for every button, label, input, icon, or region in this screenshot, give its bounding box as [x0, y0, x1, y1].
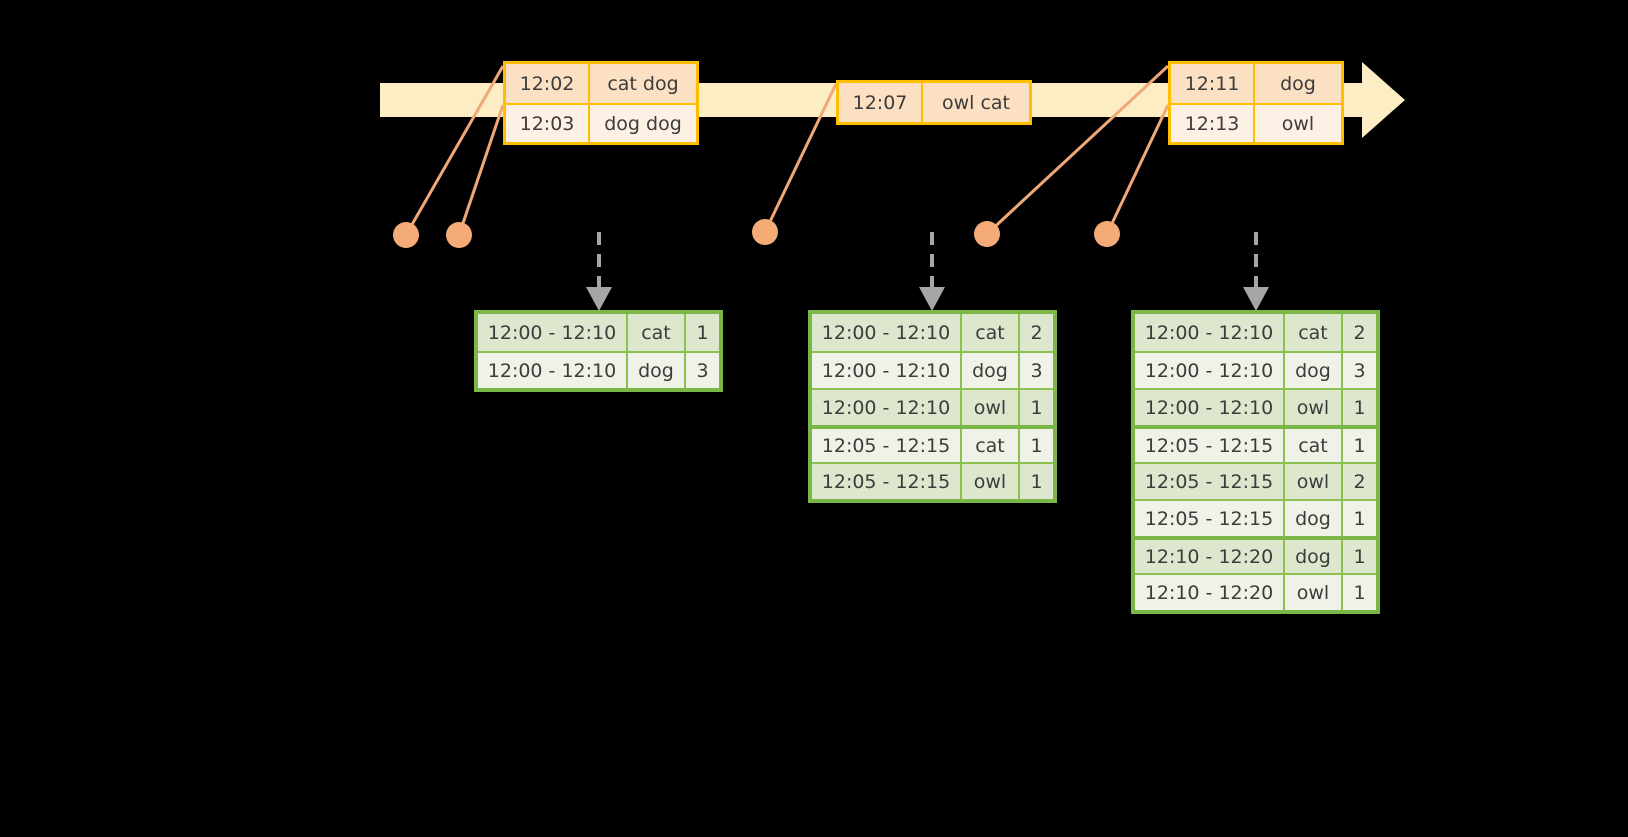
event-time: 12:02 [506, 64, 590, 103]
stream-marker-3 [752, 219, 778, 245]
event-group-1: 12:02 cat dog 12:03 dog dog [503, 61, 699, 145]
count-cell: 2 [1343, 314, 1376, 351]
count-cell: 1 [1343, 429, 1376, 462]
event-value: owl [1255, 105, 1341, 142]
count-cell: 1 [1020, 390, 1053, 425]
key-cell: owl [1285, 575, 1343, 610]
window-cell: 12:10 - 12:20 [1135, 575, 1285, 610]
event-group-3: 12:11 dog 12:13 owl [1168, 61, 1344, 145]
stream-marker-4 [974, 221, 1000, 247]
key-cell: cat [1285, 429, 1343, 462]
key-cell: dog [1285, 501, 1343, 536]
event-time: 12:13 [1171, 105, 1255, 142]
key-cell: owl [962, 390, 1020, 425]
key-cell: cat [962, 314, 1020, 351]
event-row: 12:13 owl [1171, 103, 1341, 142]
connector-line-3 [763, 83, 838, 233]
event-value: cat dog [590, 64, 696, 103]
window-cell: 12:10 - 12:20 [1135, 540, 1285, 573]
connector-line-2 [457, 104, 505, 236]
stream-marker-2 [446, 222, 472, 248]
count-cell: 1 [686, 314, 719, 351]
connector-line-1 [404, 65, 505, 236]
event-time: 12:03 [506, 105, 590, 142]
count-cell: 3 [1020, 353, 1053, 388]
key-cell: dog [962, 353, 1020, 388]
window-cell: 12:00 - 12:10 [1135, 390, 1285, 425]
window-cell: 12:00 - 12:10 [478, 353, 628, 388]
window-cell: 12:00 - 12:10 [1135, 314, 1285, 351]
emit-arrow-1 [586, 232, 612, 311]
key-cell: cat [1285, 314, 1343, 351]
window-cell: 12:05 - 12:15 [1135, 501, 1285, 536]
event-row: 12:03 dog dog [506, 103, 696, 142]
connector-line-4 [985, 64, 1170, 236]
count-cell: 1 [1343, 390, 1376, 425]
key-cell: cat [962, 429, 1020, 462]
event-row: 12:02 cat dog [506, 64, 696, 103]
count-cell: 2 [1020, 314, 1053, 351]
count-cell: 1 [1343, 575, 1376, 610]
window-cell: 12:05 - 12:15 [1135, 429, 1285, 462]
event-value: owl cat [923, 83, 1029, 122]
event-row: 12:11 dog [1171, 64, 1341, 103]
window-cell: 12:00 - 12:10 [812, 314, 962, 351]
stream-marker-1 [393, 222, 419, 248]
event-time: 12:11 [1171, 64, 1255, 103]
count-cell: 1 [1020, 429, 1053, 462]
count-cell: 1 [1343, 501, 1376, 536]
window-cell: 12:00 - 12:10 [812, 353, 962, 388]
event-group-2: 12:07 owl cat [836, 80, 1032, 125]
count-cell: 1 [1020, 464, 1053, 499]
window-cell: 12:00 - 12:10 [478, 314, 628, 351]
emit-arrow-3 [1243, 232, 1269, 311]
stream-marker-5 [1094, 221, 1120, 247]
count-cell: 2 [1343, 464, 1376, 499]
key-cell: owl [1285, 464, 1343, 499]
key-cell: owl [962, 464, 1020, 499]
window-cell: 12:00 - 12:10 [812, 390, 962, 425]
key-cell: dog [1285, 540, 1343, 573]
emit-arrow-2 [919, 232, 945, 311]
event-time: 12:07 [839, 83, 923, 122]
count-cell: 3 [1343, 353, 1376, 388]
event-value: dog dog [590, 105, 696, 142]
window-cell: 12:05 - 12:15 [1135, 464, 1285, 499]
key-cell: owl [1285, 390, 1343, 425]
event-row: 12:07 owl cat [839, 83, 1029, 122]
window-cell: 12:00 - 12:10 [1135, 353, 1285, 388]
key-cell: dog [1285, 353, 1343, 388]
count-cell: 3 [686, 353, 719, 388]
window-cell: 12:05 - 12:15 [812, 429, 962, 462]
key-cell: cat [628, 314, 686, 351]
event-value: dog [1255, 64, 1341, 103]
window-cell: 12:05 - 12:15 [812, 464, 962, 499]
key-cell: dog [628, 353, 686, 388]
count-cell: 1 [1343, 540, 1376, 573]
connector-line-5 [1105, 104, 1170, 235]
